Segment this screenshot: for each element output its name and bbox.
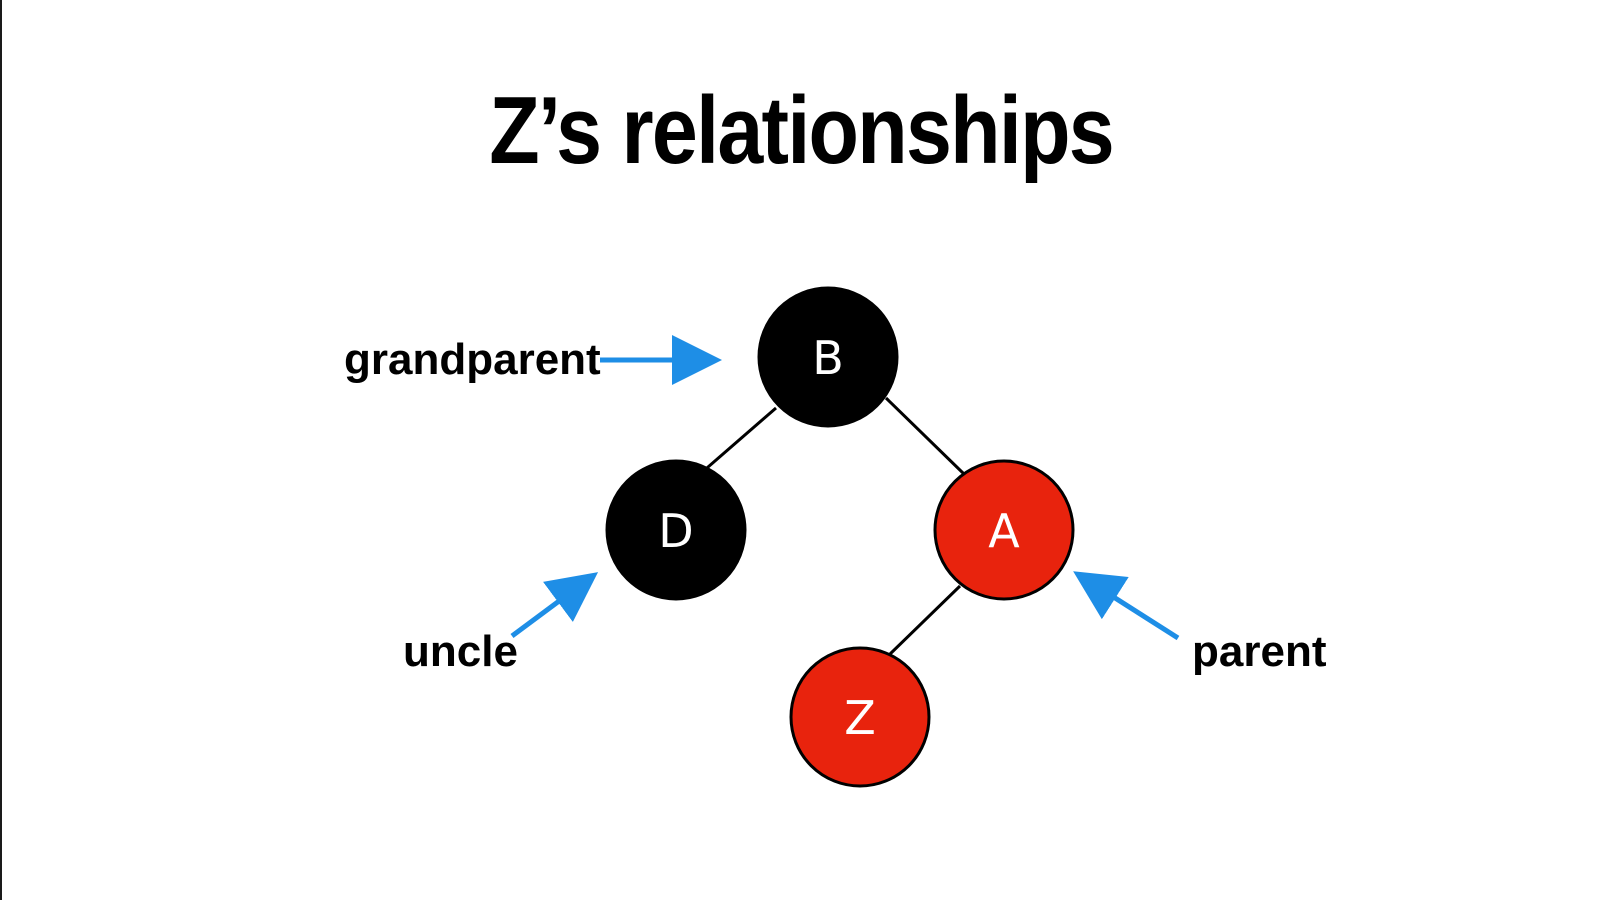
edge-a-z (886, 584, 962, 658)
node-b: B (757, 286, 899, 428)
edge-b-a (884, 396, 966, 476)
node-d: D (605, 459, 747, 601)
slide-title: Z’s relationships (489, 77, 1114, 184)
parent-arrow (1073, 571, 1180, 641)
left-frame-border (0, 0, 2, 900)
uncle-arrow (510, 572, 599, 639)
node-d-label: D (658, 504, 693, 558)
grandparent-label: grandparent (344, 335, 601, 384)
edge-b-d (699, 406, 777, 476)
node-b-label: B (812, 331, 844, 385)
parent-label: parent (1192, 627, 1327, 676)
uncle-label: uncle (403, 627, 518, 676)
node-z: Z (789, 646, 931, 788)
node-z-label: Z (844, 691, 876, 745)
node-a-label: A (988, 504, 1020, 558)
node-a: A (933, 459, 1075, 601)
